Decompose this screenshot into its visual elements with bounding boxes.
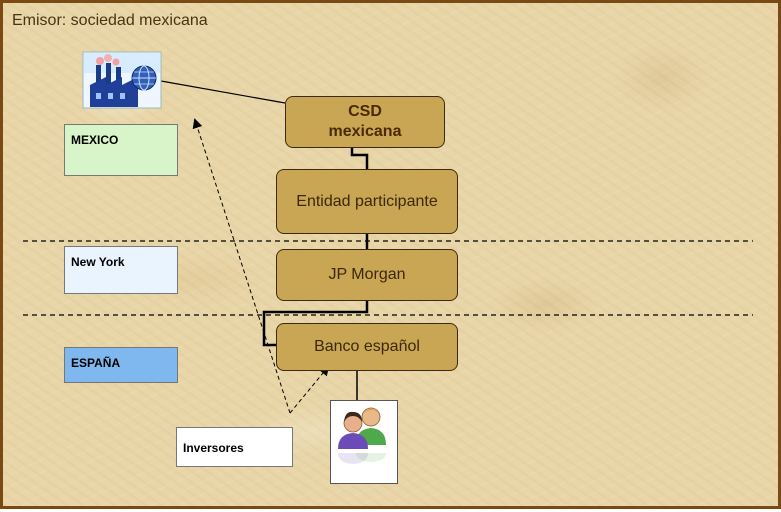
people-icon	[330, 400, 398, 484]
issuer-to-csd-line	[160, 80, 286, 104]
diagram-lines	[23, 80, 753, 414]
region-espana: ESPAÑA	[64, 347, 178, 383]
node-csd-mexicana: CSD mexicana	[285, 96, 445, 148]
investor-to-issuer-arrow	[192, 118, 291, 414]
region-mexico: MEXICO	[64, 124, 178, 176]
region-new-york: New York	[64, 246, 178, 294]
node-banco-espanol: Banco español	[276, 323, 458, 371]
csd-line1: CSD	[348, 103, 382, 120]
node-jp-morgan: JP Morgan	[276, 249, 458, 301]
csd-to-entidad-line	[350, 148, 369, 169]
csd-line2: mexicana	[328, 123, 402, 140]
investor-to-banco-arrow	[289, 365, 330, 414]
slide-title: Emisor: sociedad mexicana	[12, 12, 208, 29]
factory-globe-icon	[82, 51, 162, 109]
inversores-label: Inversores	[176, 427, 293, 467]
node-entidad-participante: Entidad participante	[276, 169, 458, 234]
